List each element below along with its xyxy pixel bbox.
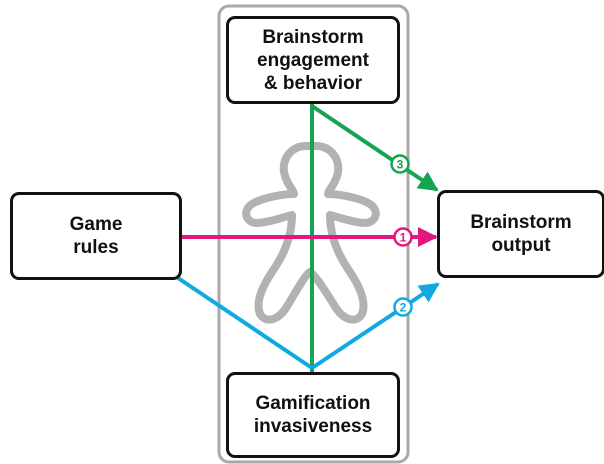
rules-node: Game rules bbox=[10, 192, 182, 280]
badge-1-number: 1 bbox=[400, 231, 407, 245]
engagement-node: Brainstorm engagement & behavior bbox=[226, 16, 400, 104]
badge-3: 3 bbox=[390, 154, 410, 174]
rules-label: Game rules bbox=[69, 214, 123, 258]
path-2-arrow bbox=[310, 282, 440, 370]
blue-rules-link bbox=[176, 276, 314, 370]
badge-2-number: 2 bbox=[400, 301, 407, 315]
badge-2: 2 bbox=[393, 297, 413, 317]
badge-3-number: 3 bbox=[397, 158, 404, 172]
badge-1: 1 bbox=[393, 227, 413, 247]
output-node: Brainstorm output bbox=[437, 190, 604, 278]
path-3-arrow bbox=[310, 104, 439, 192]
output-label: Brainstorm output bbox=[470, 212, 572, 256]
invasiveness-node: Gamification invasiveness bbox=[226, 372, 400, 458]
invasiveness-label: Gamification invasiveness bbox=[253, 393, 373, 437]
engagement-label: Brainstorm engagement & behavior bbox=[257, 26, 369, 94]
